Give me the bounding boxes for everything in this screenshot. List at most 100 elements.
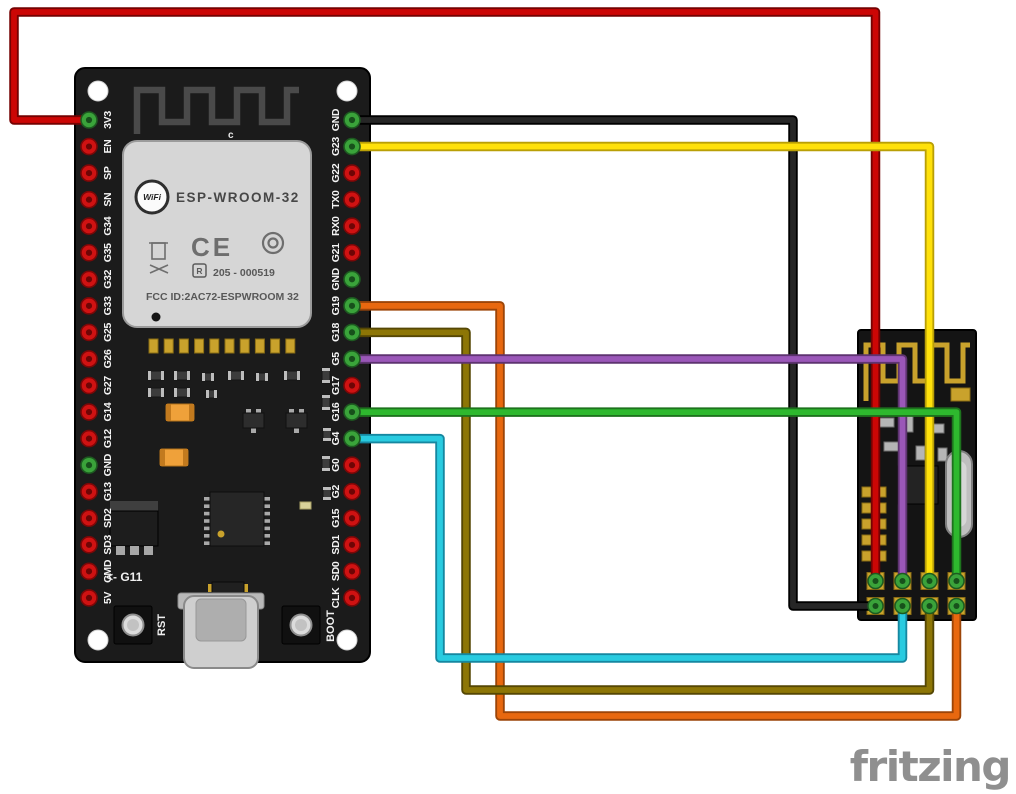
nrf-pad-hole (953, 603, 960, 609)
smd-cap (174, 388, 177, 397)
esp32-pad-hole (85, 541, 93, 548)
capacitor-end (189, 404, 194, 421)
esp32-pad-hole (85, 355, 93, 363)
esp32-pad-hole (85, 382, 93, 389)
nrf-smd-component (915, 445, 926, 461)
regulator-leg (144, 546, 153, 555)
chip-pin (204, 511, 210, 516)
esp32-pad-hole (85, 116, 93, 124)
smd-cap (214, 390, 217, 398)
esp32-castellation-pad (254, 338, 265, 354)
chip-pin (264, 511, 270, 516)
smd-cap (148, 371, 151, 380)
esp32-pin-label-g33: G33 (102, 296, 114, 315)
esp32-pin-label-g34: G34 (102, 216, 114, 235)
esp32-pad-hole (85, 594, 93, 602)
esp32-pad-hole (348, 568, 356, 575)
ce-mark: CE (191, 232, 233, 262)
esp32-pin-label-g17: G17 (330, 376, 342, 395)
esp32-pads-layer (80, 111, 361, 607)
esp32-pin-label-rx0: RX0 (330, 216, 342, 236)
chip-pin (204, 534, 210, 538)
esp32-pin-label-g22: G22 (330, 163, 342, 182)
esp32-pin-label-3v3: 3V3 (102, 111, 114, 129)
esp32-pin-label-gnd: GND (330, 267, 342, 290)
smd-cap (206, 390, 209, 398)
g11-note: <- G11 (106, 570, 143, 584)
chip-pin (264, 526, 270, 531)
esp32-pad-hole (348, 116, 356, 124)
esp32-pad-hole (348, 435, 356, 442)
smd-end-pad (243, 584, 248, 592)
smd-end-pad (208, 584, 213, 592)
nrf24-pad-grid (861, 486, 887, 562)
smd-cap (323, 438, 331, 441)
shield-body (122, 140, 312, 328)
wire-g19[interactable] (349, 302, 960, 719)
wire-3v3[interactable] (11, 9, 879, 584)
esp32-pad-hole (348, 488, 356, 495)
mounting-hole (336, 80, 358, 102)
transistor (242, 412, 265, 429)
transistor-leg (299, 409, 304, 414)
nrf-pad-hole (872, 603, 879, 609)
smd-cap (161, 388, 164, 397)
nrf-pad-hole (926, 603, 933, 609)
rst-button[interactable] (113, 605, 153, 645)
smd-cap (284, 371, 287, 380)
smd-cap (202, 373, 205, 381)
capacitor-end (166, 404, 171, 421)
nrf-pad-hole (872, 578, 879, 584)
wire-g16[interactable] (349, 409, 960, 584)
esp32-pad-hole (85, 302, 93, 309)
esp32-pad-hole (85, 488, 93, 495)
smd-cap (265, 373, 268, 381)
esp32-castellation-pad (270, 338, 281, 354)
esp32-pad-hole (348, 408, 356, 416)
smd-cap (228, 371, 231, 380)
wire-g18[interactable] (349, 329, 933, 693)
esp32-pad-hole (85, 223, 93, 230)
chip-pin (204, 519, 210, 523)
coil-icon (261, 231, 285, 255)
esp32-pin-label-g2: G2 (330, 485, 342, 499)
chip-body (209, 491, 265, 547)
wire-g4[interactable] (349, 435, 906, 661)
esp32-pin-label-sd2: SD2 (102, 508, 114, 528)
esp32-pin-label-g21: G21 (330, 243, 342, 262)
smd-cap (256, 373, 259, 381)
mounting-hole (336, 629, 358, 651)
boot-button[interactable] (281, 605, 321, 645)
wire-g23[interactable] (349, 143, 933, 584)
serial-number: 205 - 000519 (213, 267, 275, 279)
rst-label: RST (156, 614, 168, 636)
chip-pin (204, 504, 210, 508)
esp32-pin-label-cmd: CMD (102, 559, 114, 583)
esp32-pad-hole (348, 329, 356, 336)
esp32-pad-hole (85, 462, 93, 469)
chip-pin (264, 497, 270, 501)
esp32-pin-label-5v: 5V (102, 591, 114, 604)
esp32-castellation-pad (148, 338, 159, 354)
regulator-leg (116, 546, 125, 555)
smd-cap (174, 371, 177, 380)
esp32-pin-label-g25: G25 (102, 322, 114, 341)
smd-cap (322, 368, 330, 371)
esp32-pad-hole (348, 302, 356, 309)
smd-cap (323, 487, 331, 490)
esp32-castellation-pad (209, 338, 220, 354)
transistor-leg (294, 428, 299, 433)
smd-part-bottom (208, 581, 248, 595)
wire-g5[interactable] (349, 356, 906, 584)
voltage-regulator (109, 501, 159, 555)
shield-model-text: ESP-WROOM-32 (176, 190, 300, 205)
esp32-pin-label-tx0: TX0 (330, 190, 342, 209)
regulator-leg (130, 546, 139, 555)
esp32-pin-label-sd1: SD1 (330, 535, 342, 555)
transistor (285, 412, 308, 429)
smd-body (211, 581, 245, 595)
smd-cap (187, 371, 190, 380)
nrf-pad-hole (899, 578, 906, 584)
reg-mark-letter: R (196, 266, 202, 276)
fritzing-watermark: fritzing (850, 742, 1010, 791)
